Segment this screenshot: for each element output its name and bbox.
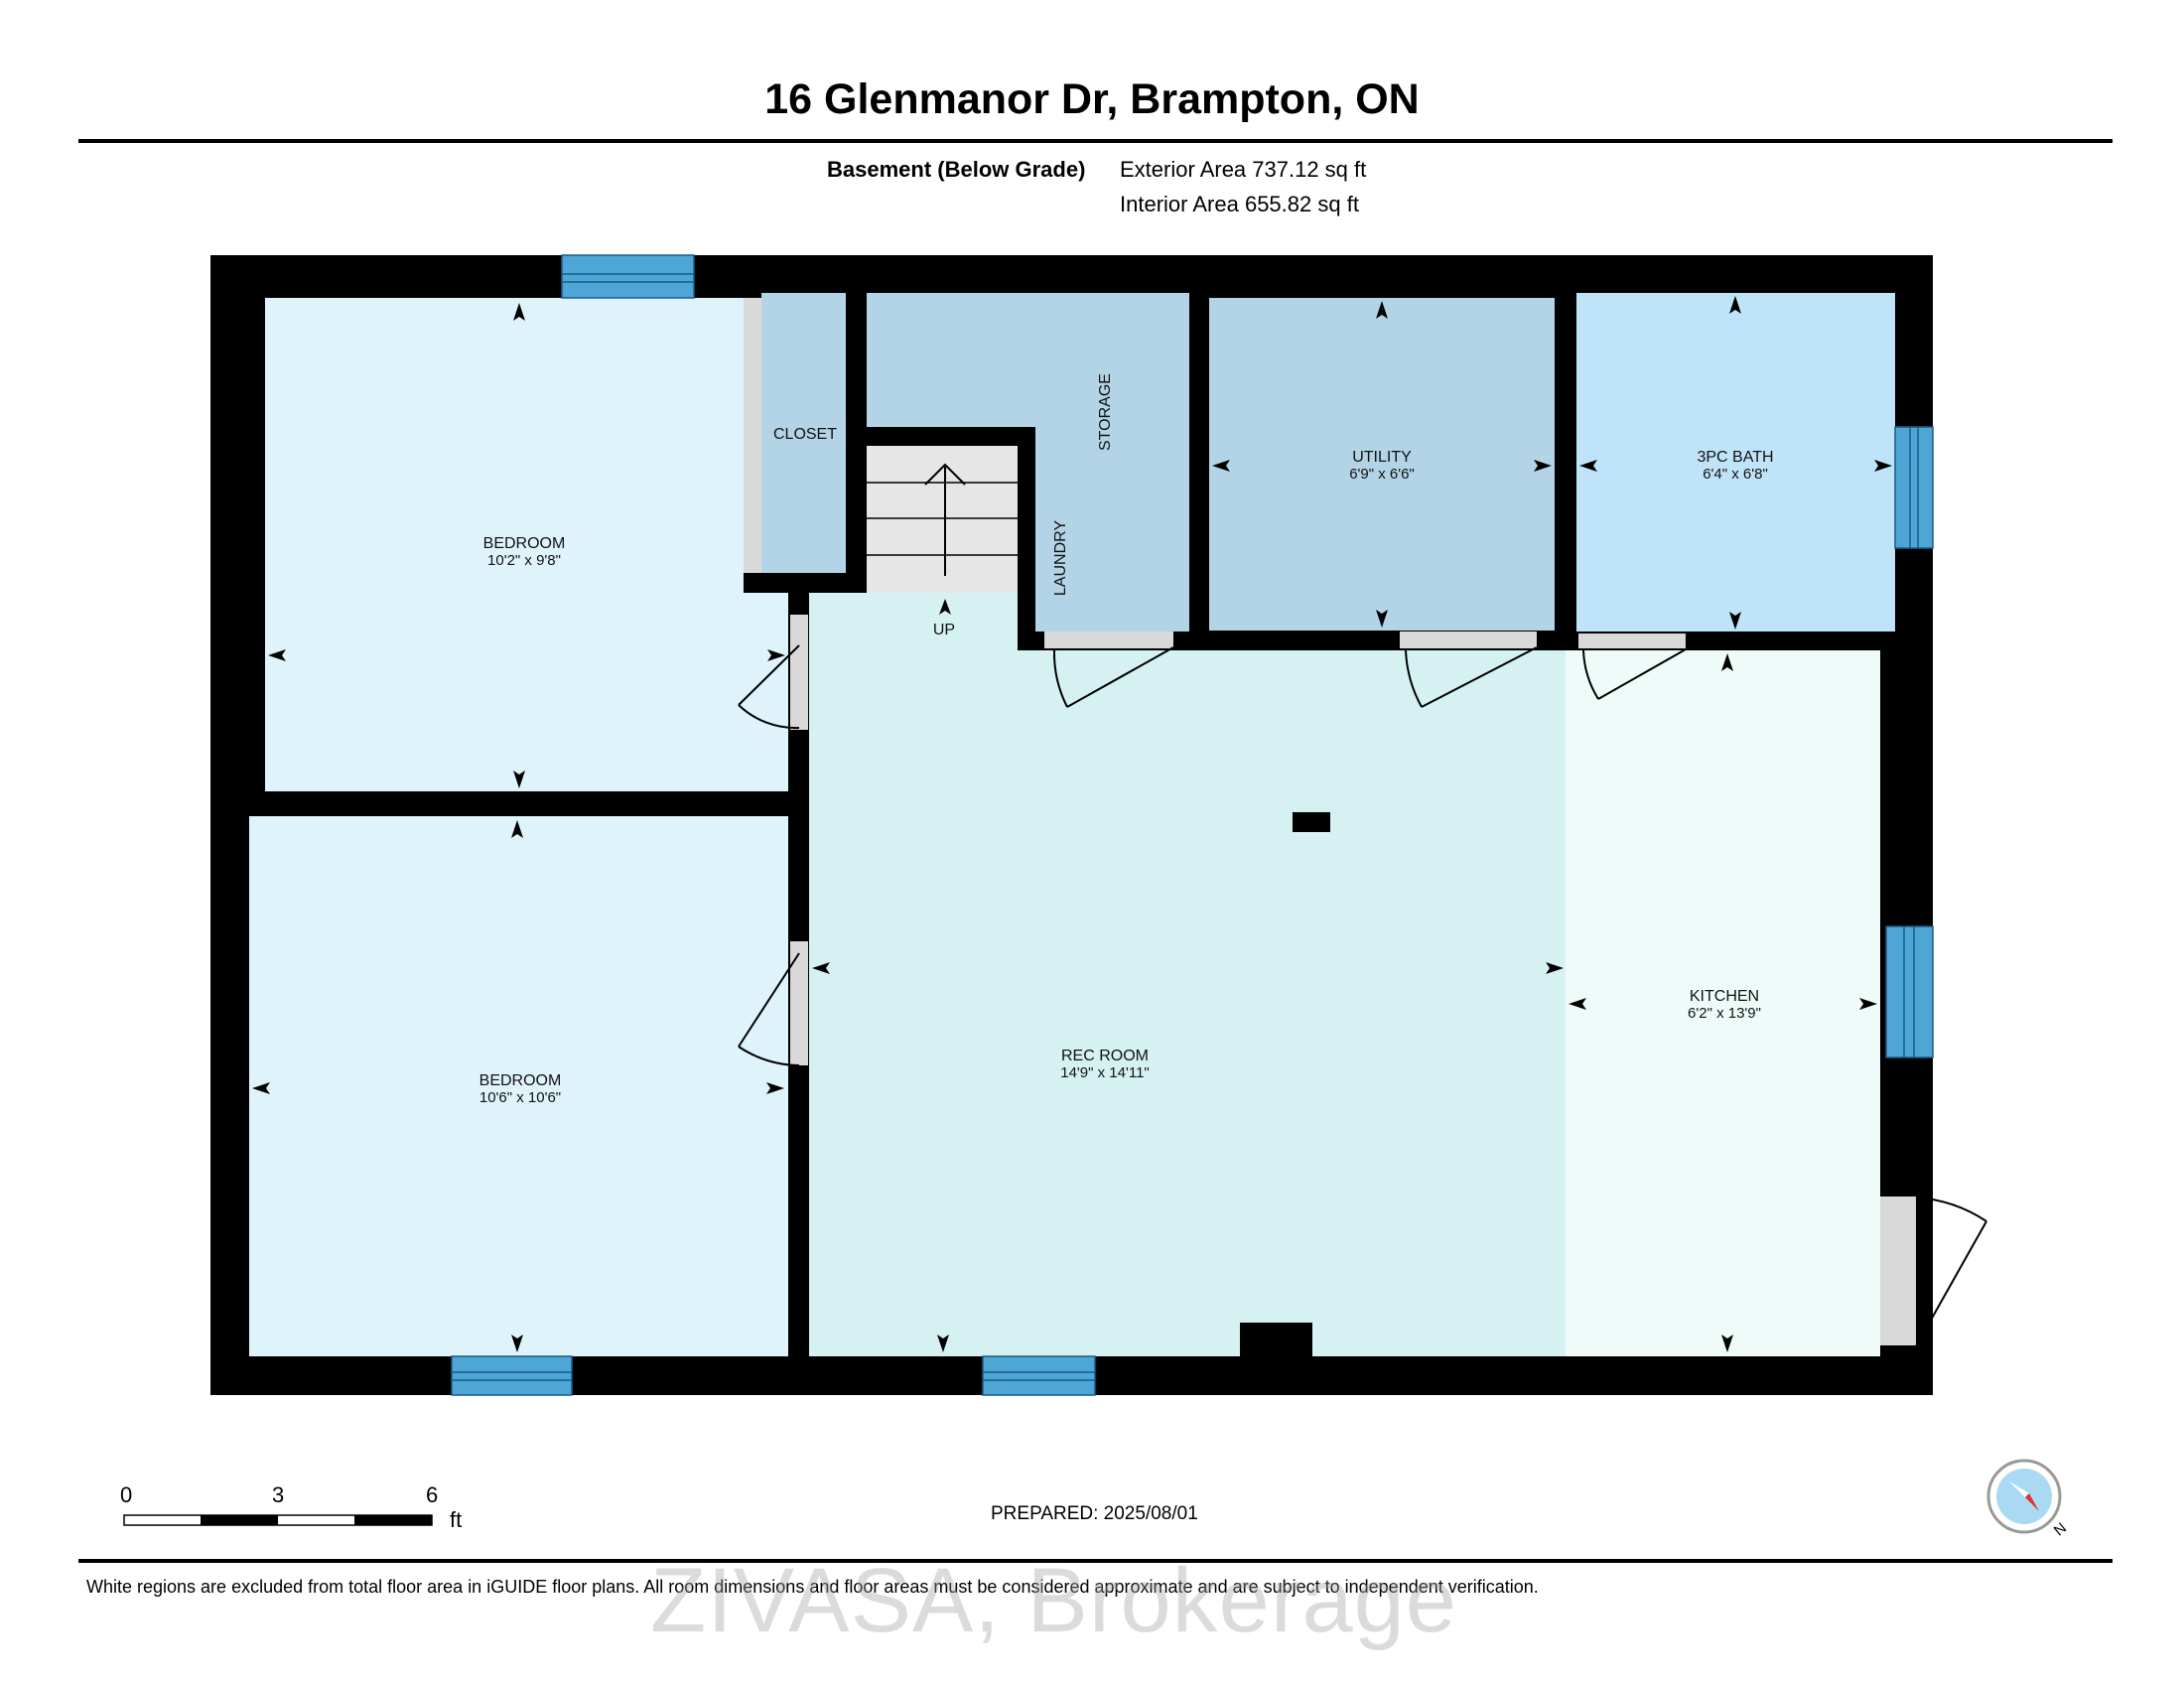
rec-room-name: REC ROOM bbox=[1061, 1048, 1149, 1064]
storage-room bbox=[867, 293, 1189, 427]
utility-name: UTILITY bbox=[1352, 449, 1412, 466]
kitchen-room bbox=[1566, 650, 1880, 1356]
bedroom-bottom-name: BEDROOM bbox=[479, 1072, 562, 1089]
column bbox=[1240, 1323, 1312, 1356]
wall-between-bedrooms bbox=[253, 791, 804, 813]
dimension-markers bbox=[252, 296, 1892, 1352]
watermark: ZIVASA, Brokerage bbox=[650, 1550, 1457, 1651]
wall-closet-bottom bbox=[744, 573, 860, 593]
wall-stairs-top bbox=[860, 427, 1035, 446]
window-lines bbox=[452, 273, 1919, 1381]
kitchen-name: KITCHEN bbox=[1690, 988, 1759, 1005]
scale-unit: ft bbox=[450, 1507, 463, 1532]
prepared-date: PREPARED: 2025/08/01 bbox=[991, 1503, 1198, 1524]
door-swings bbox=[738, 644, 1987, 1347]
bath-dims: 6'4" x 6'8" bbox=[1703, 466, 1768, 483]
scale-tick-6: 6 bbox=[426, 1482, 439, 1507]
stair-arrow-head bbox=[924, 463, 966, 486]
wall-stairs-laundry bbox=[1018, 427, 1035, 650]
compass-icon bbox=[1986, 1459, 2062, 1534]
stairs-up-label: UP bbox=[933, 622, 955, 638]
wall-closet-storage bbox=[846, 293, 867, 591]
scale-tick-3: 3 bbox=[272, 1482, 285, 1507]
bath-name: 3PC BATH bbox=[1697, 449, 1773, 466]
up-arrow-icon bbox=[939, 599, 951, 615]
bath-room bbox=[1576, 293, 1895, 633]
bedroom-bottom-room bbox=[249, 816, 788, 1356]
windows bbox=[451, 254, 1934, 1396]
laundry-name: LAUNDRY bbox=[1052, 520, 1069, 597]
closet-name: CLOSET bbox=[773, 426, 837, 443]
bedroom-top-name: BEDROOM bbox=[483, 535, 566, 552]
bedroom-top-dims: 10'2" x 9'8" bbox=[487, 552, 561, 569]
floor-label: Basement (Below Grade) bbox=[827, 157, 1086, 182]
beam-post bbox=[1293, 812, 1330, 832]
laundry-room bbox=[1035, 427, 1189, 635]
interior-area: Interior Area 655.82 sq ft bbox=[1120, 192, 1359, 216]
bedroom-top-room bbox=[265, 298, 788, 791]
plan-title: 16 Glenmanor Dr, Brampton, ON bbox=[764, 75, 1420, 123]
rec-room bbox=[809, 593, 1566, 1356]
scale-bar bbox=[123, 1514, 433, 1526]
utility-room bbox=[1209, 298, 1555, 631]
rec-room-dims: 14'9" x 14'11" bbox=[1060, 1064, 1150, 1081]
stair-treads bbox=[867, 482, 1018, 556]
bottom-divider bbox=[78, 1559, 2113, 1563]
footer-disclaimer: White regions are excluded from total fl… bbox=[86, 1577, 1539, 1597]
utility-dims: 6'9" x 6'6" bbox=[1349, 466, 1415, 483]
wall-utility-bath bbox=[1555, 293, 1576, 647]
bedroom-bottom-dims: 10'6" x 10'6" bbox=[479, 1089, 561, 1106]
door-sills bbox=[744, 298, 1916, 1345]
exterior-area: Exterior Area 737.12 sq ft bbox=[1120, 157, 1367, 182]
wall-laundry-utility bbox=[1189, 293, 1209, 647]
closet-room bbox=[761, 293, 846, 573]
stairs bbox=[867, 446, 1018, 593]
kitchen-dims: 6'2" x 13'9" bbox=[1688, 1005, 1761, 1022]
storage-name: STORAGE bbox=[1097, 373, 1114, 451]
top-divider bbox=[78, 139, 2113, 143]
scale-tick-0: 0 bbox=[120, 1482, 133, 1507]
